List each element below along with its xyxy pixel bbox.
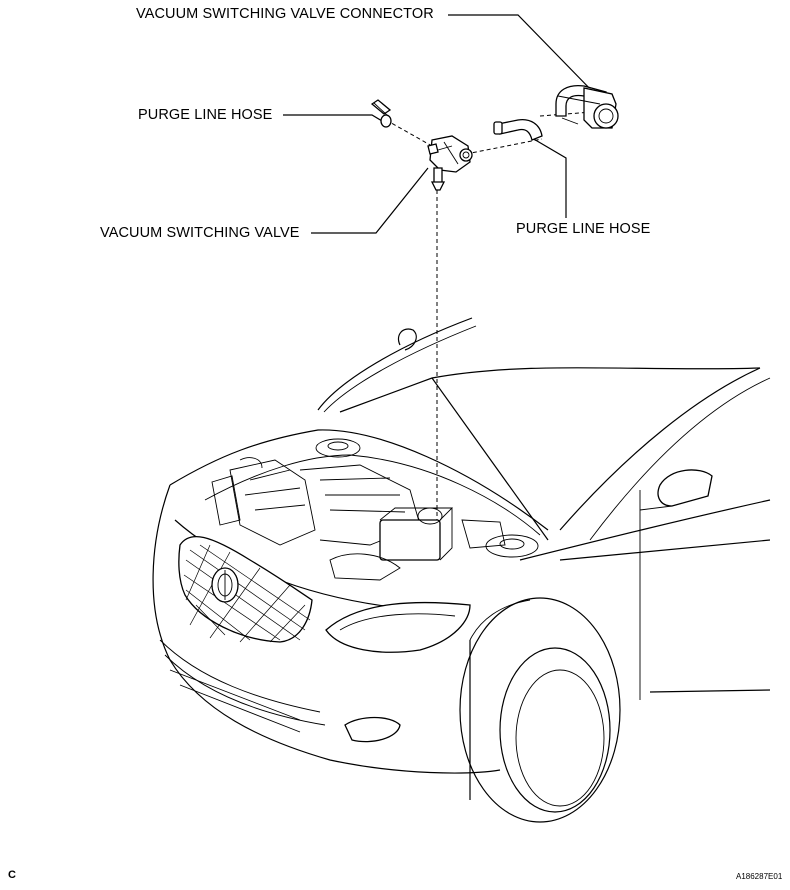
- label-purge-line-hose-left: PURGE LINE HOSE: [138, 107, 273, 123]
- headlamp: [325, 601, 471, 653]
- hood: [317, 317, 473, 411]
- vacuum-switching-valve-connector-part: [555, 84, 619, 129]
- fog-lamp: [344, 716, 401, 743]
- label-vacuum-switching-valve-connector: VACUUM SWITCHING VALVE CONNECTOR: [136, 6, 434, 22]
- purge-line-hose-right-part: [493, 118, 543, 141]
- grille: [178, 535, 313, 643]
- assembly-lines: [385, 111, 593, 520]
- figure-id: A186287E01: [736, 872, 783, 881]
- leader-lines: [283, 14, 597, 234]
- vehicle-body: [152, 317, 771, 823]
- vacuum-switching-valve-part: [427, 135, 473, 191]
- corner-mark: C: [8, 869, 16, 881]
- leader-vsv-connector: [448, 14, 597, 96]
- front-wheel-arch: [459, 597, 621, 823]
- label-vacuum-switching-valve: VACUUM SWITCHING VALVE: [100, 225, 300, 241]
- purge-line-hose-left-part: [370, 99, 392, 128]
- label-purge-line-hose-right: PURGE LINE HOSE: [516, 221, 651, 237]
- front-tire: [499, 647, 611, 813]
- side-mirror: [657, 469, 713, 507]
- leader-purge-hose-right: [531, 137, 567, 218]
- leader-vsv: [311, 167, 429, 234]
- front-bumper: [152, 484, 501, 774]
- leader-purge-hose-left: [283, 114, 383, 122]
